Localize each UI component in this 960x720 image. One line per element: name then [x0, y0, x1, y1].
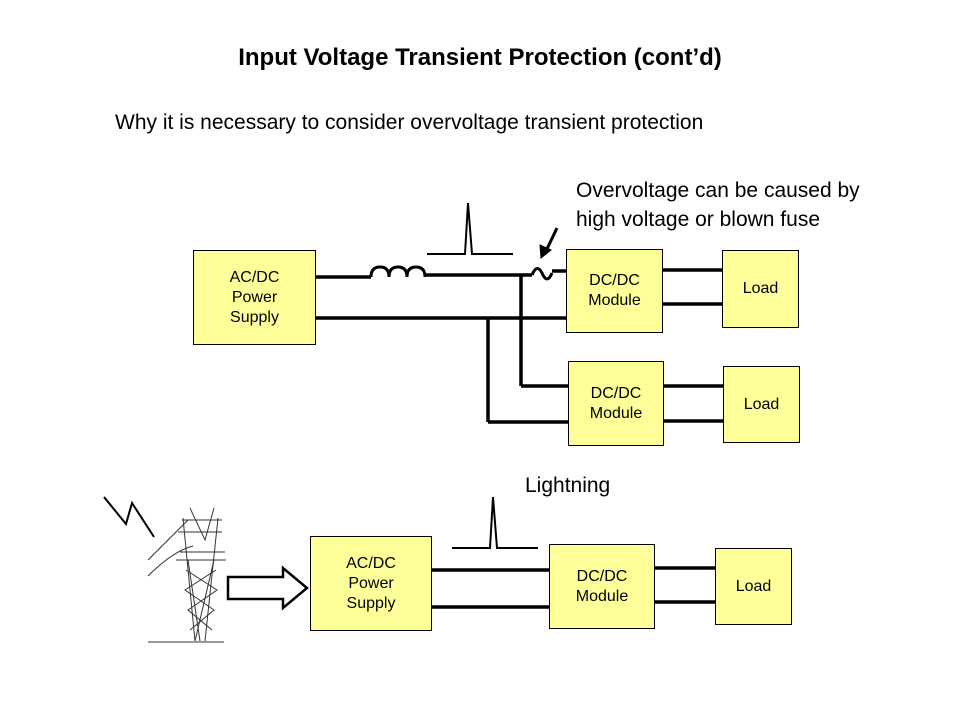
- box-label: Module: [588, 292, 641, 309]
- dc-dc-module-bottom: DC/DC Module: [549, 544, 655, 629]
- box-label: Load: [742, 280, 779, 297]
- dc-dc-module-1: DC/DC Module: [566, 249, 663, 333]
- box-label: AC/DC: [229, 268, 280, 286]
- box-label: Load: [735, 577, 772, 595]
- box-label: Supply: [230, 308, 279, 326]
- voltage-spike-icon: [452, 496, 538, 549]
- ac-dc-power-supply-top: AC/DC Power Supply: [193, 250, 316, 345]
- box-label: Load: [743, 395, 780, 413]
- box-label: Power: [348, 574, 394, 592]
- lightning-bolt-icon: [103, 496, 155, 538]
- box-label: Supply: [346, 594, 396, 612]
- inductor-icon: [369, 265, 427, 278]
- note-line-2: high voltage or blown fuse: [576, 208, 820, 231]
- slide-subtitle: Why it is necessary to consider overvolt…: [115, 111, 704, 134]
- box-label: Module: [589, 404, 643, 422]
- slide-title: Input Voltage Transient Protection (cont…: [238, 44, 722, 71]
- voltage-spike-icon: [427, 202, 513, 255]
- box-label: DC/DC: [590, 384, 642, 402]
- overvoltage-note: Overvoltage can be caused by high voltag…: [576, 176, 860, 234]
- note-line-1: Overvoltage can be caused by: [576, 179, 860, 202]
- ac-dc-power-supply-bottom: AC/DC Power Supply: [310, 536, 432, 631]
- transmission-tower-icon: [147, 507, 226, 643]
- box-label: Power: [231, 288, 278, 306]
- box-label: DC/DC: [576, 567, 628, 585]
- fuse-icon: [530, 267, 554, 281]
- box-label: Module: [575, 587, 629, 605]
- load-2: Load: [723, 366, 800, 443]
- hollow-arrow-icon: [226, 565, 309, 611]
- lightning-label: Lightning: [525, 474, 611, 497]
- box-label: DC/DC: [589, 272, 640, 289]
- box-label: AC/DC: [346, 554, 396, 572]
- load-1: Load: [722, 250, 799, 328]
- pointer-arrow-icon: [539, 227, 559, 259]
- load-bottom: Load: [715, 548, 792, 625]
- dc-dc-module-2: DC/DC Module: [568, 361, 664, 446]
